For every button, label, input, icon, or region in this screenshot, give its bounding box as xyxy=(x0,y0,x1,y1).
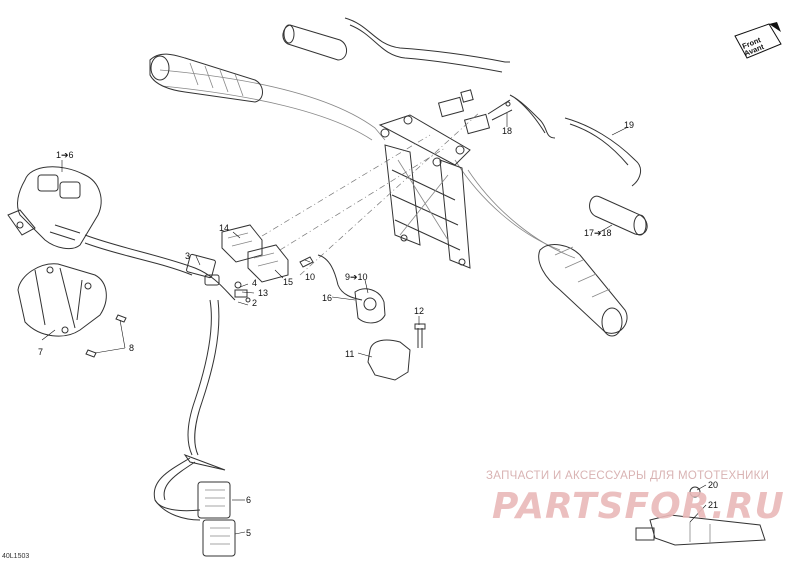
lower-housing-part-7 xyxy=(17,263,107,337)
callout-20: 20 xyxy=(708,480,718,490)
callout-12: 12 xyxy=(414,306,424,316)
left-grip xyxy=(149,53,263,103)
callout-19: 19 xyxy=(624,120,634,130)
wiring-harness xyxy=(84,234,251,512)
callout-5: 5 xyxy=(246,528,251,538)
watermark-logo: PARTSFOR.RU xyxy=(492,486,785,527)
callout-3: 3 xyxy=(185,251,190,261)
callout-17-18: 17➔18 xyxy=(584,228,612,238)
connectors-5-6 xyxy=(154,481,236,557)
callout-21: 21 xyxy=(708,500,718,510)
callout-9-10: 9➔10 xyxy=(345,272,368,282)
diagram-id-code: 40L1503 xyxy=(2,553,30,560)
part-19-wire xyxy=(564,117,642,187)
relays-14-15 xyxy=(221,224,289,283)
callout-16: 16 xyxy=(322,293,332,303)
callout-4: 4 xyxy=(252,278,257,288)
leader-lines xyxy=(41,113,707,535)
direction-indicator: Front Avant xyxy=(734,22,782,59)
callout-13: 13 xyxy=(258,288,268,298)
screws-part-8 xyxy=(85,314,127,358)
cover-part-11 xyxy=(367,339,411,381)
callout-6: 6 xyxy=(246,495,251,505)
connectors-top xyxy=(437,89,513,135)
right-grip xyxy=(538,244,628,337)
callout-2: 2 xyxy=(252,298,257,308)
handlebar xyxy=(149,24,628,337)
bolt-part-12 xyxy=(414,323,426,348)
callout-10: 10 xyxy=(305,272,315,282)
callout-labels: 1➔6 3 4 13 2 14 15 7 8 10 9➔10 16 12 11 … xyxy=(38,120,718,538)
throttle-heater-wire xyxy=(344,17,556,139)
watermark-caption: ЗАПЧАСТИ И АКСЕССУАРЫ ДЛЯ МОТОТЕХНИКИ xyxy=(486,470,770,482)
handlebar-riser xyxy=(378,114,471,269)
alignment-lines xyxy=(261,111,481,276)
grip-heater-tube-top xyxy=(282,24,347,61)
switch-housing xyxy=(7,166,102,250)
callout-11: 11 xyxy=(345,349,354,359)
callout-8: 8 xyxy=(129,343,134,353)
callout-7: 7 xyxy=(38,347,43,357)
callout-18: 18 xyxy=(502,126,512,136)
callout-14: 14 xyxy=(219,223,229,233)
callout-1-6: 1➔6 xyxy=(56,150,74,160)
part-17-18-tube xyxy=(589,195,648,236)
callout-15: 15 xyxy=(283,277,293,287)
sensor-9-10 xyxy=(299,254,386,324)
tube-parts-20-21 xyxy=(635,486,766,546)
